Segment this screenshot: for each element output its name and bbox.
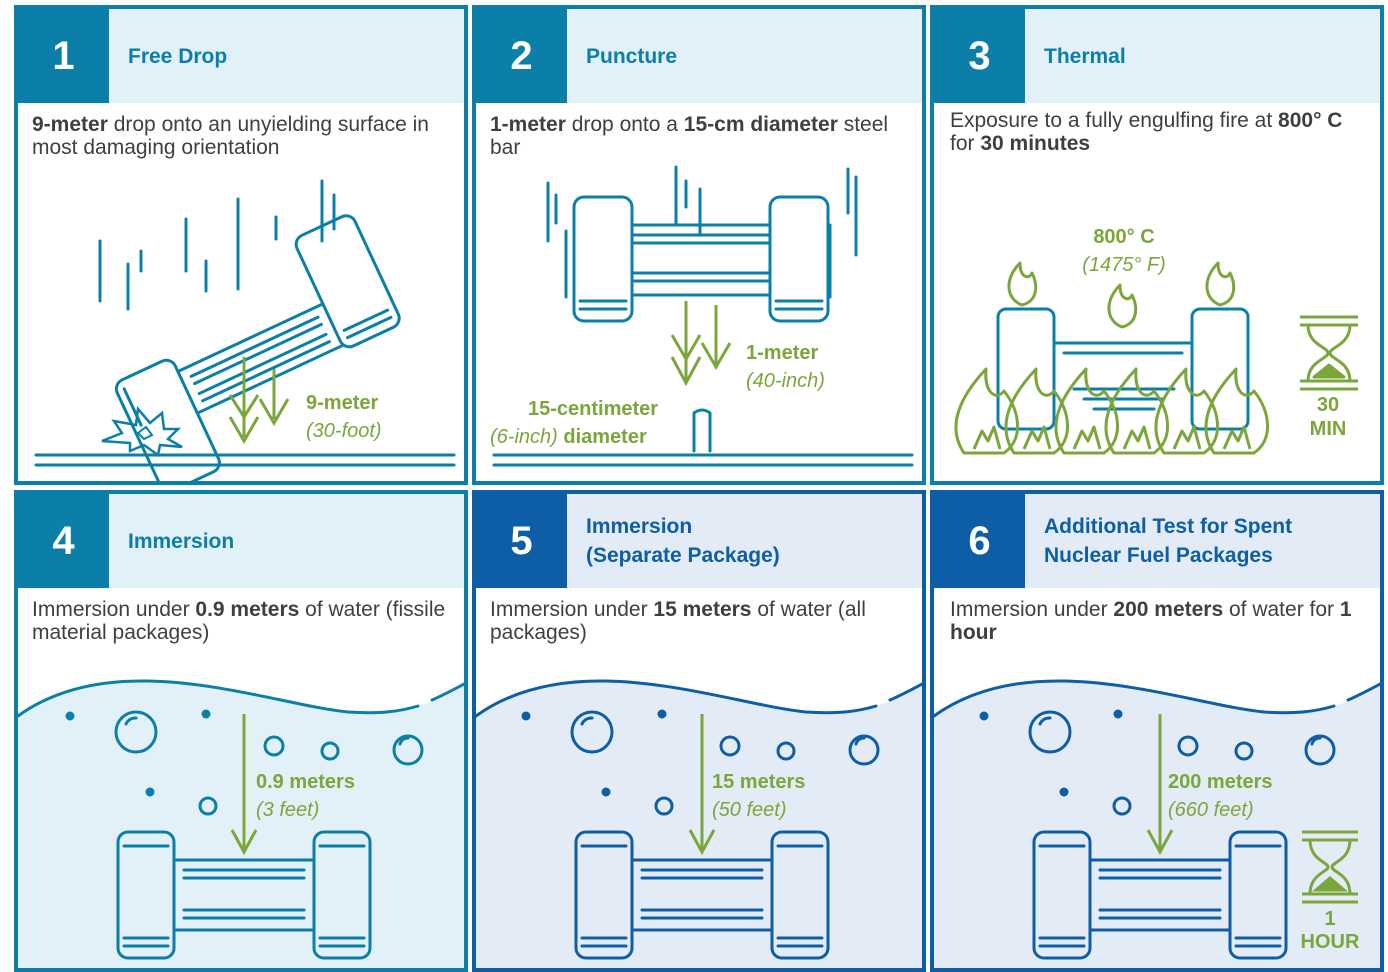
flames-and-timer (954, 261, 1358, 455)
panel-spent-fuel-test: 6 Additional Test for Spent Nuclear Fuel… (930, 490, 1384, 972)
description-emphasis: 30 minutes (980, 132, 1091, 155)
drop-arrows (228, 357, 290, 444)
description-emphasis: 800° C (1278, 109, 1343, 132)
test-description: 9-meter drop onto an unyielding surface … (32, 113, 452, 159)
drop-height-metric: 9-meter (306, 392, 379, 414)
timer-value: 30 (1316, 394, 1340, 416)
depth-imperial: (660 feet) (1168, 799, 1254, 821)
panel-thermal: 3 Thermal Exposure to a fully engulfing … (930, 5, 1384, 485)
bar-diameter-label: 15-centimeter (528, 395, 658, 423)
fire-temp-label: 800° C (1475° F) (1064, 223, 1184, 279)
drop-arrows (670, 301, 732, 387)
description-text: of water (fissile material packages) (32, 598, 446, 644)
test-number: 5 (476, 494, 567, 588)
test-number: 3 (934, 9, 1025, 103)
test-number: 2 (476, 9, 567, 103)
description-emphasis: 200 meters (1113, 598, 1224, 621)
test-title: Thermal (1044, 44, 1126, 68)
test-number: 4 (18, 494, 109, 588)
thermal-illustration (996, 307, 1250, 431)
description-emphasis: 15-cm diameter (683, 113, 838, 136)
test-description: Immersion under 200 meters of water for … (950, 598, 1370, 644)
depth-arrow (688, 714, 716, 856)
timer-label: 30 MIN (1298, 393, 1358, 441)
test-description: Immersion under 15 meters of water (all … (490, 598, 910, 644)
test-description: Immersion under 0.9 meters of water (fis… (32, 598, 452, 644)
description-text: Immersion under (950, 598, 1114, 621)
description-text: Exposure to a fully engulfing fire at (950, 109, 1279, 132)
puncture-illustration (492, 165, 914, 467)
test-title: Additional Test for Spent Nuclear Fuel P… (1044, 515, 1293, 567)
description-text: Immersion under (490, 598, 654, 621)
depth-label: 0.9 meters (3 feet) (256, 768, 355, 824)
test-description: Exposure to a fully engulfing fire at 80… (950, 109, 1370, 155)
description-text: of water (all packages) (490, 598, 866, 644)
bar-diameter-word: diameter (557, 426, 647, 448)
panel-puncture: 2 Puncture 1-meter drop onto a 15-cm dia… (472, 5, 926, 485)
depth-imperial: (3 feet) (256, 799, 320, 821)
depth-imperial: (50 feet) (712, 799, 787, 821)
timer-label: 1 HOUR (1290, 908, 1370, 954)
bar-diameter-label-2: (6-inch) diameter (490, 423, 647, 451)
test-title: Puncture (586, 44, 678, 68)
immersion-illustration (18, 679, 464, 968)
drop-height-imperial: (30-foot) (306, 420, 382, 442)
fire-temp-fahrenheit: (1475° F) (1082, 254, 1166, 276)
description-emphasis: 15 meters (653, 598, 752, 621)
description-text: Immersion under (32, 598, 196, 621)
test-description: 1-meter drop onto a 15-cm diameter steel… (490, 113, 910, 159)
test-title: Free Drop (128, 44, 228, 68)
test-title: Immersion (Separate Package) (586, 515, 780, 567)
description-text: steel bar (490, 113, 889, 159)
drop-height-metric: 1-meter (746, 342, 819, 364)
timer-unit: HOUR (1300, 931, 1360, 953)
description-emphasis: 9-meter (32, 113, 108, 136)
drop-height-label: 9-meter (30-foot) (306, 389, 382, 445)
depth-metric: 200 meters (1168, 771, 1273, 793)
depth-metric: 0.9 meters (256, 771, 355, 793)
depth-arrow-and-timer (1146, 714, 1358, 904)
immersion-illustration (476, 679, 922, 968)
bar-diameter-imperial: (6-inch) (490, 426, 558, 448)
panel-immersion-fissile: 4 Immersion Immersion under 0.9 meters o… (14, 490, 468, 972)
depth-label: 200 meters (660 feet) (1168, 768, 1273, 824)
test-number: 6 (934, 494, 1025, 588)
description-text: drop onto a (565, 113, 684, 136)
depth-arrow (230, 714, 258, 856)
panel-immersion-separate: 5 Immersion (Separate Package) Immersion… (472, 490, 926, 972)
description-emphasis: 1-meter (490, 113, 566, 136)
description-text: drop onto an unyielding surface in most … (32, 113, 429, 159)
drop-height-imperial: (40-inch) (746, 370, 825, 392)
timer-value: 1 (1324, 908, 1336, 930)
panel-free-drop: 1 Free Drop 9-meter drop onto an unyield… (14, 5, 468, 485)
drop-height-label: 1-meter (40-inch) (746, 339, 825, 395)
bar-diameter-metric: 15-centimeter (528, 398, 659, 420)
description-emphasis: 0.9 meters (195, 598, 300, 621)
immersion-illustration (934, 679, 1380, 968)
description-text: of water for (1223, 598, 1340, 621)
depth-metric: 15 meters (712, 771, 806, 793)
test-title: Immersion (128, 529, 235, 553)
description-text: for (950, 132, 981, 155)
description-emphasis: 1 hour (950, 598, 1352, 644)
timer-unit: MIN (1309, 418, 1347, 440)
test-number: 1 (18, 9, 109, 103)
fire-temp-celsius: 800° C (1093, 226, 1155, 248)
depth-label: 15 meters (50 feet) (712, 768, 805, 824)
free-drop-illustration (34, 179, 456, 481)
